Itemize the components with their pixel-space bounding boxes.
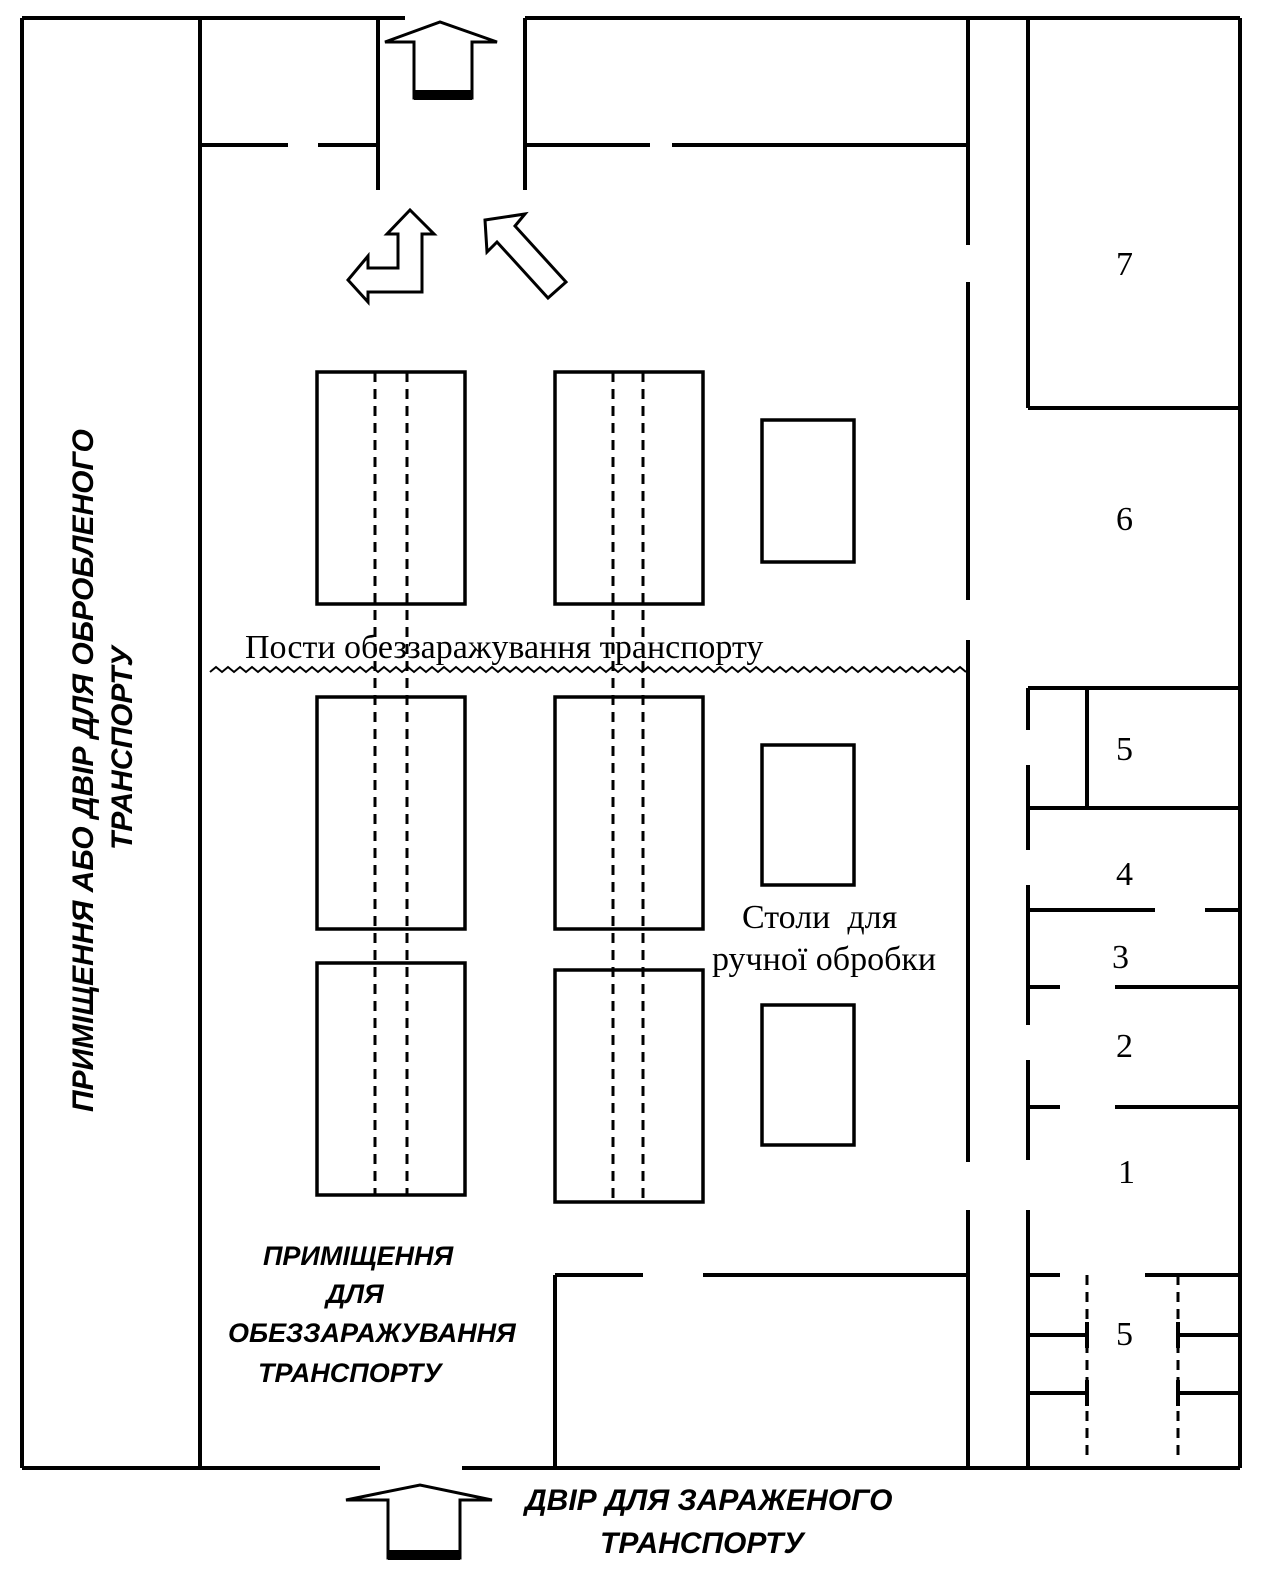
- turn-arrow-icon: [346, 207, 438, 306]
- room-number-5-bottom: 5: [1116, 1316, 1133, 1353]
- room-number-1: 1: [1118, 1154, 1135, 1191]
- post-1-2: [315, 695, 467, 931]
- bottom-entry-arrow: [345, 1483, 493, 1560]
- tables-caption-line2: ручної обробки: [712, 941, 936, 978]
- main-room-label-line4: ТРАНСПОРТУ: [258, 1358, 443, 1388]
- room-number-4: 4: [1116, 856, 1133, 893]
- room-number-7: 7: [1116, 246, 1133, 283]
- table-1: [760, 418, 856, 564]
- posts-caption: Пости обеззаражування транспорту: [245, 629, 763, 666]
- outer-walls: [20, 16, 1242, 1470]
- table-2: [760, 743, 856, 887]
- post-1-1: [315, 370, 467, 606]
- post-1-3: [315, 961, 467, 1197]
- room-number-5-top: 5: [1116, 731, 1133, 768]
- bottom-room: [553, 1273, 968, 1468]
- left-room-label: ПРИМІЩЕННЯ АБО ДВІР ДЛЯ ОБРОБЛЕНОГО: [67, 429, 100, 1112]
- wavy-separator: [209, 665, 967, 674]
- yard-label-line1: ДВІР ДЛЯ ЗАРАЖЕНОГО: [522, 1484, 892, 1517]
- main-room-label-line2: ДЛЯ: [324, 1279, 385, 1309]
- diagonal-arrow-icon: [483, 211, 569, 301]
- room-number-2: 2: [1116, 1028, 1133, 1065]
- service-corridor: [966, 18, 1030, 1468]
- post-2-2: [553, 695, 705, 931]
- post-2-1: [553, 370, 705, 606]
- table-3: [760, 1003, 856, 1147]
- tables-caption-line1: Столи для: [742, 899, 898, 936]
- room-number-3: 3: [1112, 939, 1129, 976]
- decontamination-posts: [315, 370, 705, 1204]
- room-number-6: 6: [1116, 501, 1133, 538]
- main-room-label-line1: ПРИМІЩЕННЯ: [263, 1241, 455, 1271]
- left-room-label-2: ТРАНСПОРТУ: [106, 643, 139, 850]
- side-rooms: [1028, 406, 1240, 1455]
- yard-label-line2: ТРАНСПОРТУ: [600, 1527, 807, 1560]
- top-exit-arrow: [384, 20, 498, 100]
- post-2-3: [553, 968, 705, 1204]
- top-exit-corridor: [200, 18, 968, 190]
- main-room-label-line3: ОБЕЗЗАРАЖУВАННЯ: [228, 1318, 517, 1348]
- manual-processing-tables: [760, 418, 856, 1147]
